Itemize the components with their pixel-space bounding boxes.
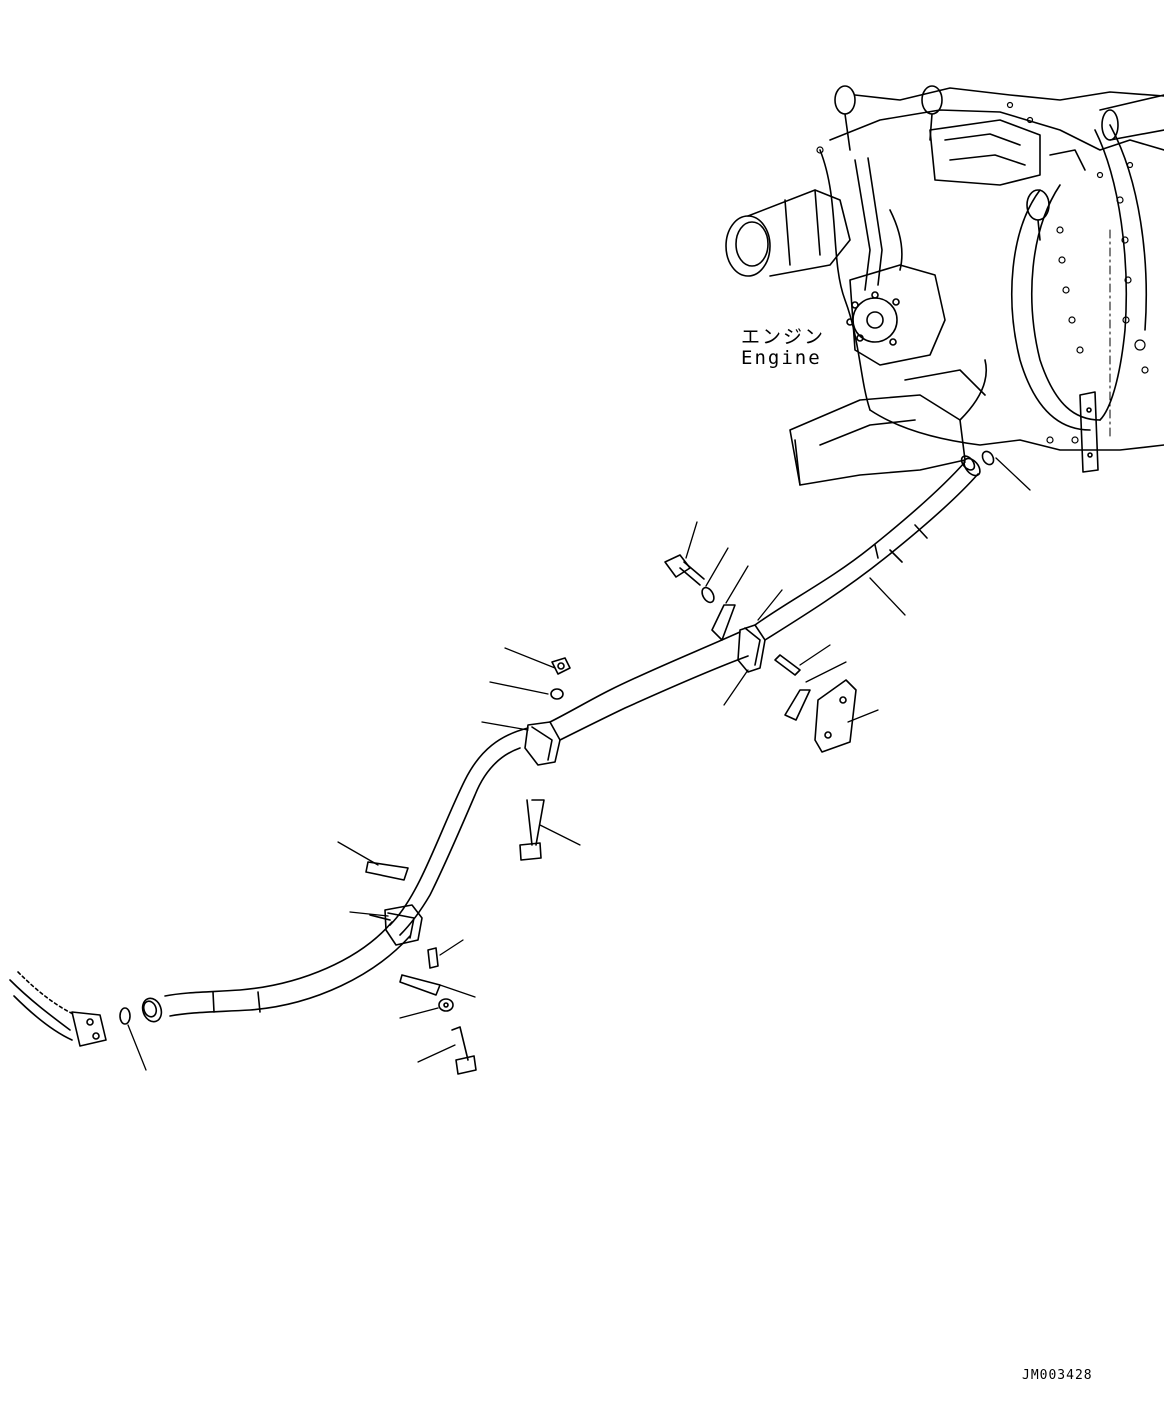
engine-label-jp: エンジン	[741, 326, 826, 348]
washer-middle	[550, 688, 564, 700]
washer-lower	[438, 998, 454, 1012]
clamp-middle	[524, 721, 561, 766]
bracket-upper	[711, 604, 736, 641]
bolt-lower	[451, 1026, 477, 1075]
bracket-right	[784, 689, 811, 721]
pin-right	[774, 654, 801, 676]
nut-middle	[551, 657, 571, 675]
plate-right	[814, 679, 857, 753]
main-hose	[119, 450, 995, 1025]
clamp-upper	[737, 624, 766, 673]
bracket-lower-top	[365, 861, 409, 881]
engine-assembly	[725, 85, 1164, 486]
bracket-lower	[399, 974, 441, 996]
drawing-id: JM003428	[1022, 1368, 1093, 1383]
washer-upper	[701, 586, 715, 604]
pin-lower	[427, 947, 439, 969]
leader-lines	[127, 457, 1031, 1071]
bolt-middle	[519, 799, 545, 861]
engine-label-en: Engine	[741, 347, 822, 369]
bolt-upper	[664, 554, 705, 586]
connector-stub	[9, 971, 107, 1047]
clamp-lower	[369, 904, 423, 946]
